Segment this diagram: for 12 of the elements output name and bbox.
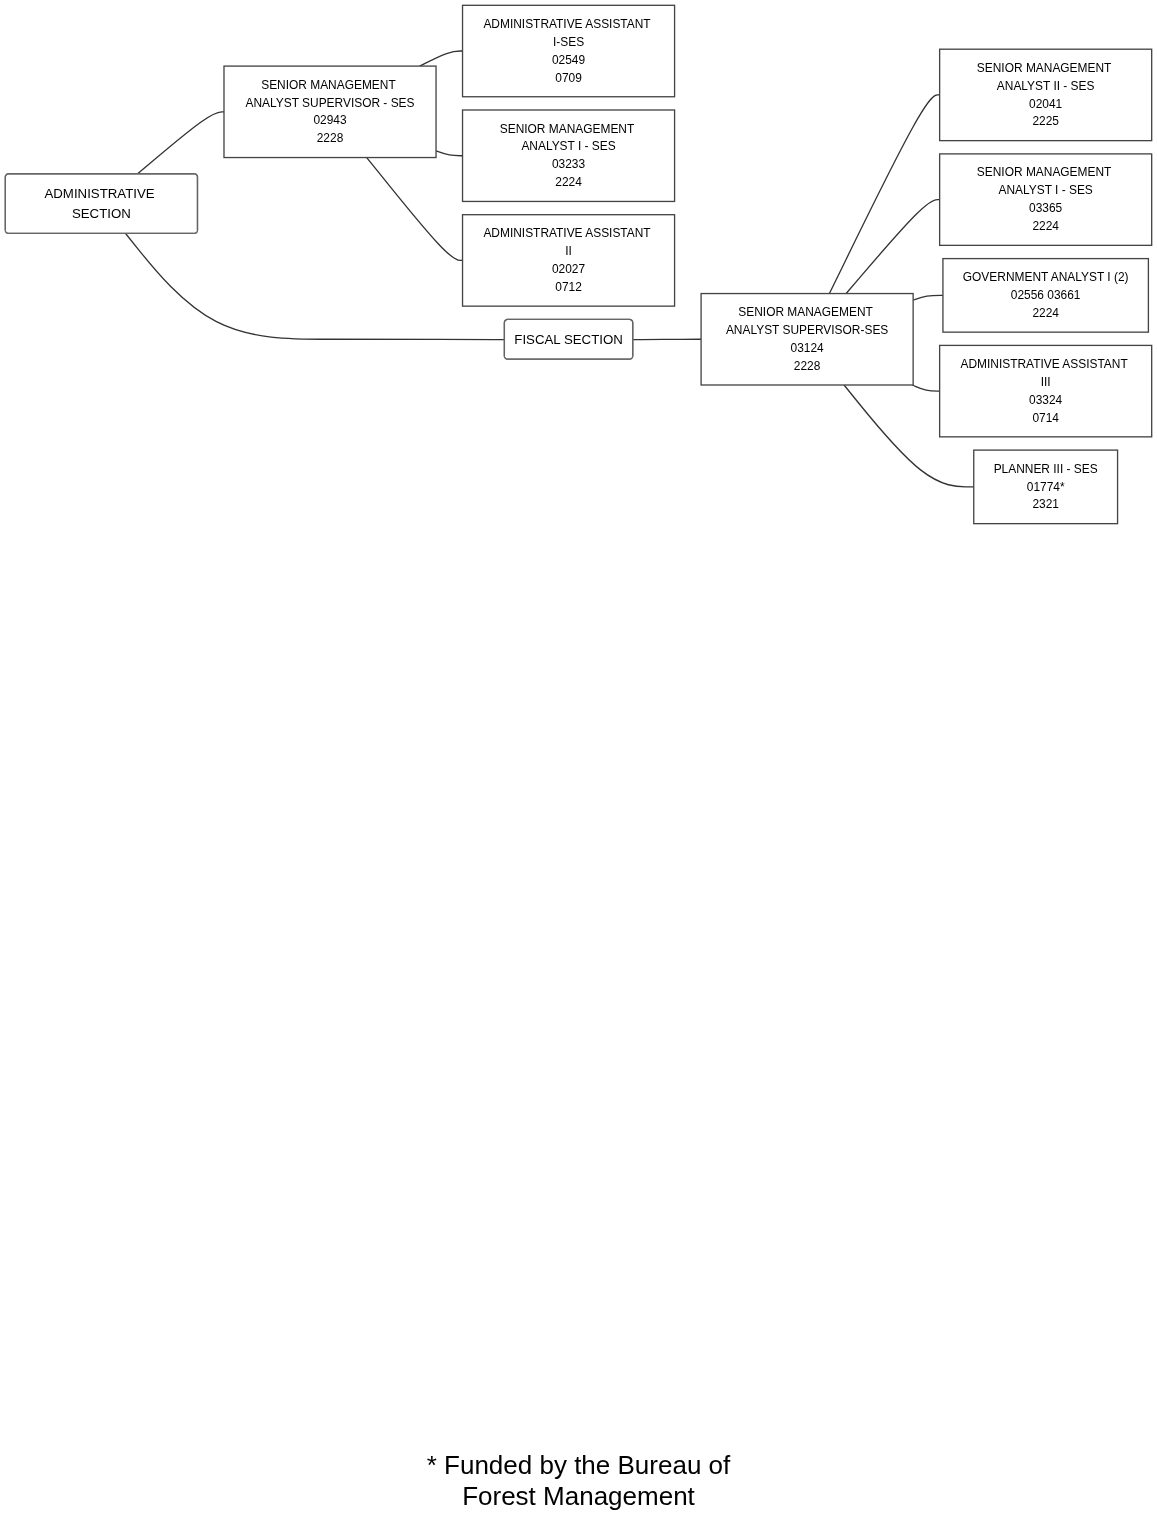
node-box: SENIOR MANAGEMENT ANALYST I - SES 03365 2224 bbox=[938, 153, 1153, 246]
node-box: ADMINISTRATIVE ASSISTANT II 02027 0712 bbox=[461, 214, 676, 307]
node-box: SENIOR MANAGEMENT ANALYST SUPERVISOR - SES 02943 2228 bbox=[223, 65, 437, 159]
node-box: ADMINISTRATIVE ASSISTANT I-SES 02549 0709 bbox=[461, 4, 676, 98]
connector bbox=[632, 338, 702, 341]
node-box: PLANNER III - SES 01774* 2321 bbox=[973, 449, 1119, 525]
node-box: GOVERNMENT ANALYST I (2) 02556 03661 2224 bbox=[942, 257, 1150, 333]
node-box: SENIOR MANAGEMENT ANALYST I - SES 03233 2224 bbox=[461, 109, 676, 203]
footnote: * Funded by the Bureau of Forest Management bbox=[425, 1450, 732, 1512]
node-box: SENIOR MANAGEMENT ANALYST II - SES 02041 2225 bbox=[938, 48, 1153, 142]
node-box: SENIOR MANAGEMENT ANALYST SUPERVISOR-SES 03124 2228 bbox=[700, 292, 914, 386]
node-box: ADMINISTRATIVE ASSISTANT III 03324 0714 bbox=[938, 344, 1153, 438]
